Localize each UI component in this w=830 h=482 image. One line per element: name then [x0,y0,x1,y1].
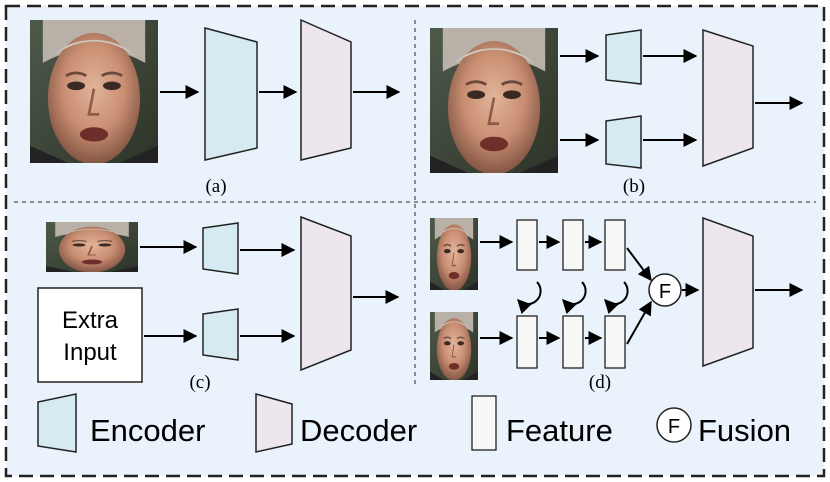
legend-encoder-label: Encoder [90,413,205,448]
face-photo-icon [430,28,558,173]
feature-block [562,315,584,369]
feature-block [562,219,584,271]
extra-input-box [37,287,143,383]
feature-block [516,315,538,369]
legend-fusion-symbol: F [668,416,680,438]
arrow-right-icon [626,247,652,282]
legend-feature-swatch [471,395,497,451]
panel-d: F (d) [430,216,804,393]
encoder-block [204,27,258,161]
arrow-right-icon [626,300,652,345]
face-photo-icon [30,20,158,163]
extra-input-label-line1: Extra [62,307,119,334]
cycle-arrow-icon [562,281,587,314]
encoder-block [605,29,642,85]
fusion-node-symbol: F [659,281,671,303]
feature-block [604,315,626,369]
panel-b-caption: (b) [623,176,645,197]
panel-b: (b) [430,28,804,197]
fusion-node [648,273,682,307]
face-photo-icon [46,222,138,272]
panel-c: Extra Input (c) [37,215,400,393]
panel-a-caption: (a) [205,176,226,197]
panel-a: (a) [30,18,401,197]
legend-encoder-swatch [37,393,77,453]
feature-block [604,219,626,271]
encoder-block [605,115,642,169]
face-photo-icon [430,218,478,290]
panel-d-caption: (d) [589,372,611,393]
cycle-arrow-icon [604,281,629,314]
legend-decoder-swatch [255,393,293,453]
decoder-block [702,216,754,368]
decoder-block [702,28,754,168]
encoder-block [202,222,239,275]
legend-fusion-swatch [656,407,692,443]
legend-fusion-label: Fusion [698,413,791,448]
decoder-block [300,215,352,372]
feature-block [516,219,538,271]
legend-feature-label: Feature [506,413,613,448]
legend: Encoder Decoder Feature F Fusion [37,393,791,453]
panel-c-caption: (c) [189,372,210,393]
decoder-block [300,18,352,161]
face-photo-icon [430,312,478,380]
extra-input-label-line2: Input [63,339,117,366]
cycle-arrow-icon [517,281,542,314]
encoder-block [202,308,239,361]
legend-decoder-label: Decoder [300,413,417,448]
